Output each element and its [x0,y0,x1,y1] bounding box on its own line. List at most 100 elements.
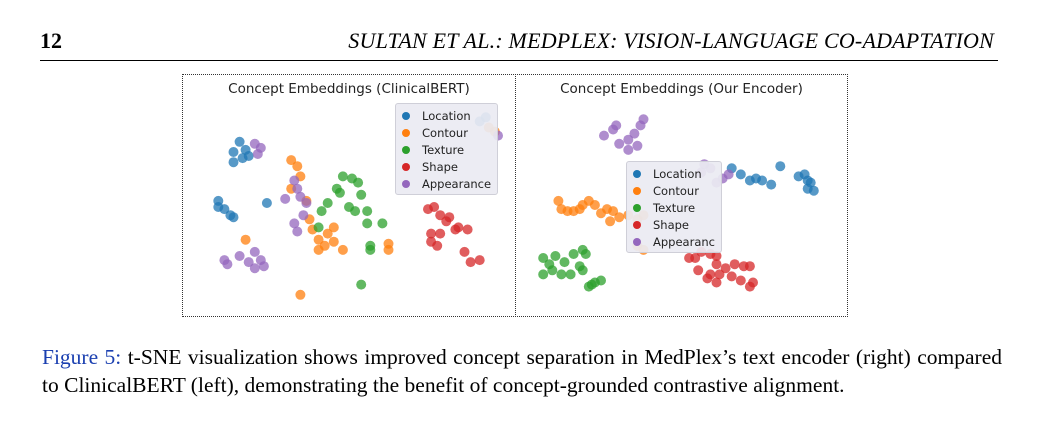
legend-marker-icon [633,220,641,229]
data-point-shape [744,261,755,272]
data-point-appearance [614,138,625,149]
data-point-appearance [252,149,263,159]
data-point-location [766,179,777,190]
data-point-shape [720,263,731,274]
data-point-contour [295,289,306,300]
data-point-contour [328,236,339,247]
data-point-contour [337,244,348,255]
data-point-contour [589,200,600,210]
data-point-contour [596,208,606,219]
data-point-contour [322,228,333,239]
data-point-shape [444,212,455,223]
data-point-texture [353,177,364,188]
data-point-appearance [222,259,233,270]
data-point-contour [608,206,619,217]
data-point-shape [684,253,695,263]
series-texture [313,171,388,290]
data-point-texture [313,222,324,233]
data-point-shape [426,228,437,239]
figure: Concept Embeddings (ClinicalBERT) Locati… [182,74,848,319]
data-point-texture [550,251,561,261]
data-point-appearance [635,120,646,131]
series-location [726,161,819,196]
data-point-texture [580,249,591,259]
data-point-texture [568,249,579,259]
data-point-appearance [289,175,300,186]
data-point-location [228,212,239,223]
caption-label: Figure 5: [42,345,122,369]
series-shape [684,246,758,292]
legend-label: Appearance [422,176,492,191]
data-point-appearance [295,191,306,202]
data-point-texture [586,279,597,290]
legend-marker-icon [402,179,410,188]
data-point-contour [313,244,324,255]
data-point-shape [450,224,461,235]
data-point-shape [702,273,713,284]
data-point-shape [714,269,725,280]
data-point-contour [553,195,564,206]
data-point-texture [356,189,367,200]
data-point-texture [559,257,570,268]
data-point-shape [459,246,470,257]
legend-item: Location [633,165,715,182]
legend-marker-icon [633,203,641,212]
data-point-location [234,136,245,147]
legend-label: Contour [422,125,468,140]
legend-label: Contour [653,183,699,198]
data-point-contour [286,155,297,166]
data-point-shape [729,259,740,270]
data-point-texture [577,265,588,276]
data-point-texture [556,269,567,280]
data-point-shape [711,277,722,288]
data-point-shape [711,259,722,270]
data-point-shape [744,281,755,292]
data-point-texture [350,206,361,217]
data-point-location [261,198,272,208]
legend-marker-icon [402,111,410,120]
data-point-appearance [292,226,303,237]
data-point-appearance [289,218,300,229]
data-point-contour [605,216,616,227]
data-point-texture [356,279,367,290]
scatter-panel-clinicalbert: Concept Embeddings (ClinicalBERT) Locati… [182,74,516,317]
data-point-shape [726,271,737,282]
legend-item: Appearanc [633,233,715,250]
data-point-appearance [301,198,312,208]
data-point-location [228,157,239,168]
data-point-appearance [258,261,269,272]
scatter-plot-our-encoder [538,114,819,292]
data-point-contour [328,222,339,233]
data-point-contour [292,161,303,172]
data-point-appearance [611,120,622,131]
figure-caption: Figure 5: t-SNE visualization shows impr… [42,343,1002,399]
legend-item: Shape [633,216,715,233]
data-point-shape [465,257,476,268]
data-point-appearance [292,183,303,194]
data-point-texture [565,269,576,280]
legend-marker-icon [633,237,641,246]
page-header: 12 SULTAN ET AL.: MEDPLEX: VISION-LANGUA… [40,24,998,61]
data-point-shape [462,224,473,235]
data-point-texture [538,269,549,280]
legend-label: Shape [422,159,459,174]
data-point-appearance [249,263,260,274]
caption-text: t-SNE visualization shows improved conce… [42,345,1002,397]
scatter-panel-our-encoder: Concept Embeddings (Our Encoder) Locatio… [515,74,848,317]
data-point-contour [383,244,394,255]
data-point-texture [365,244,376,255]
legend-label: Location [653,166,702,181]
data-point-shape [693,265,704,276]
data-point-location [808,185,819,196]
running-head: SULTAN ET AL.: MEDPLEX: VISION-LANGUAGE … [348,28,994,53]
legend-marker-icon [402,128,410,137]
data-point-texture [596,275,606,286]
data-point-appearance [632,140,643,151]
data-point-appearance [623,144,634,155]
data-point-shape [735,275,746,286]
data-point-location [213,202,224,212]
page-number: 12 [40,28,62,53]
data-point-appearance [599,130,609,141]
data-point-texture [322,198,333,208]
